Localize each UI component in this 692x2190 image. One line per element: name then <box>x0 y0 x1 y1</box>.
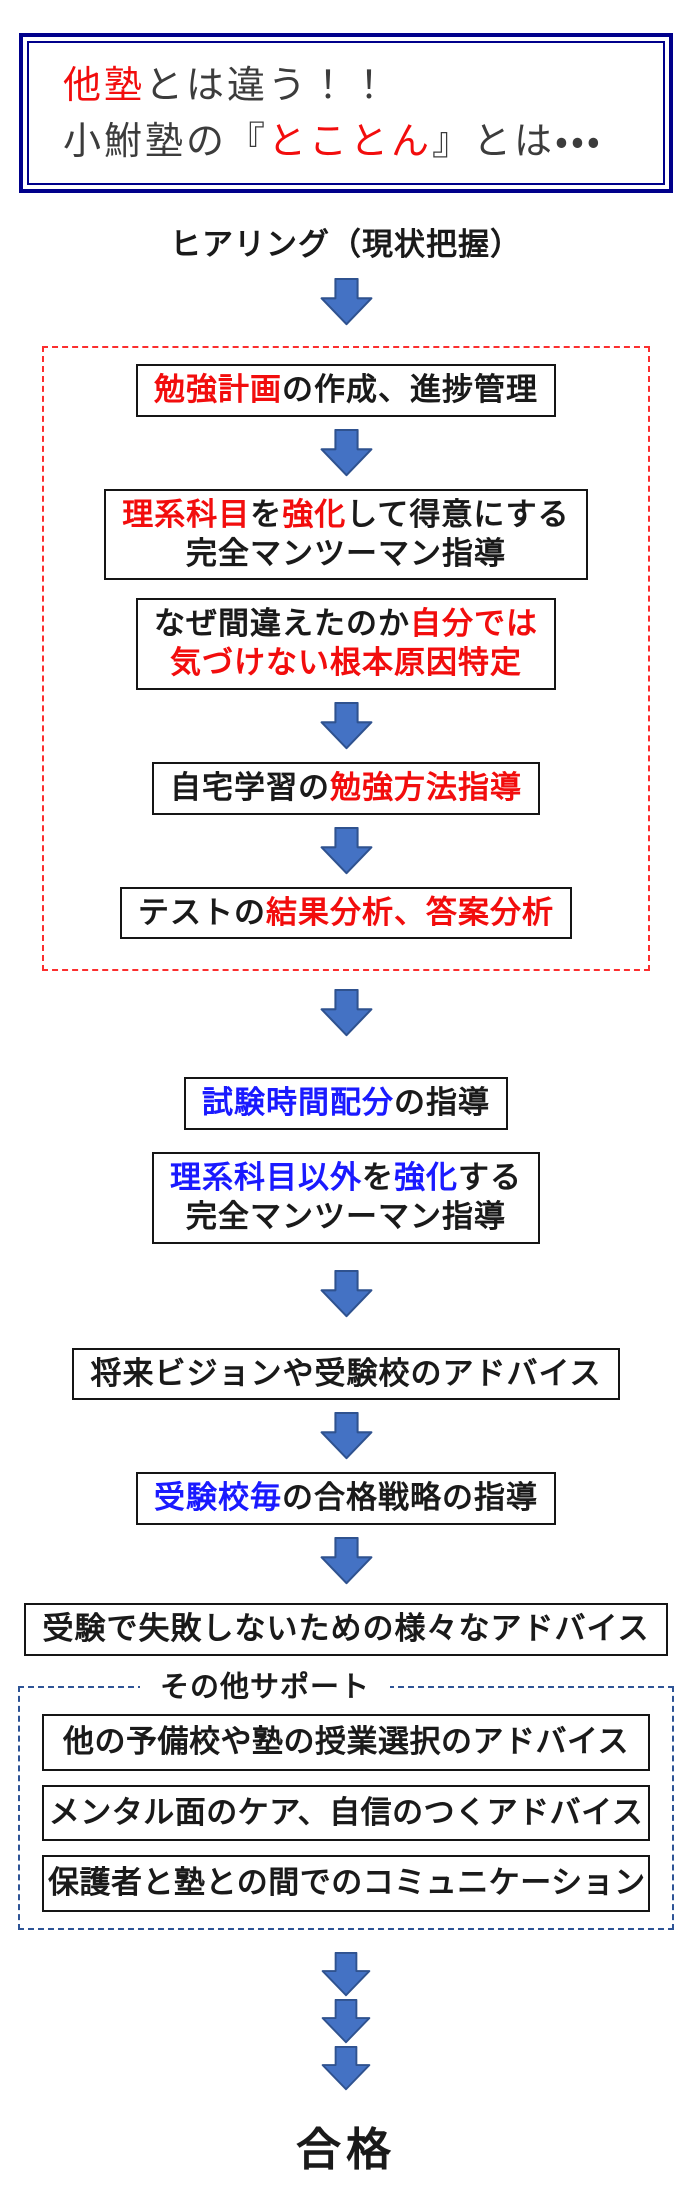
flow-box-test-analysis: テストの結果分析、答案分析 <box>120 886 572 940</box>
down-arrow-icon <box>320 278 372 326</box>
down-arrow-icon <box>320 428 372 476</box>
box-text-line: 試験時間配分の指導 <box>202 1085 490 1121</box>
box-text-line: なぜ間違えたのか自分では <box>154 606 538 642</box>
box-text-line: 完全マンツーマン指導 <box>185 535 506 571</box>
support-item-school-selection: 他の予備校や塾の授業選択のアドバイス <box>42 1713 650 1771</box>
triple-down-arrow <box>0 1952 692 2091</box>
box-text-line: 自宅学習の勉強方法指導 <box>170 769 522 805</box>
down-arrow-icon <box>320 1269 372 1317</box>
other-support-title: その他サポート <box>140 1663 391 1706</box>
down-arrow-icon <box>320 1412 372 1460</box>
core-support-group: 勉強計画の作成、進捗管理 理系科目を強化して得意にする 完全マンツーマン指導 な… <box>42 346 650 972</box>
title-box: 他塾とは違う！！ 小鮒塾の『とことん』とは・・・ <box>19 33 673 193</box>
box-text-line: テストの結果分析、答案分析 <box>138 894 554 930</box>
title-line-1: 他塾とは違う！！ <box>63 62 392 107</box>
goal-text: 合格 <box>295 2124 396 2175</box>
box-text-line: 完全マンツーマン指導 <box>186 1198 506 1234</box>
down-arrow-icon <box>320 826 372 874</box>
flow-box-home-study: 自宅学習の勉強方法指導 <box>152 761 540 815</box>
support-item-mental-care: メンタル面のケア、自信のつくアドバイス <box>42 1784 650 1842</box>
flow-box-time-allocation: 試験時間配分の指導 <box>184 1077 508 1130</box>
other-support-group: その他サポート 他の予備校や塾の授業選択のアドバイス メンタル面のケア、自信のつ… <box>18 1663 674 1930</box>
down-arrow-icon <box>320 989 372 1037</box>
down-arrow-icon <box>320 1537 372 1585</box>
box-text-line: 気づけない根本原因特定 <box>170 645 522 680</box>
mid-flow-section: 試験時間配分の指導 理系科目以外を強化する 完全マンツーマン指導 将来ビジョンや… <box>0 1037 692 1656</box>
flow-box-study-plan: 勉強計画の作成、進捗管理 <box>136 364 556 417</box>
flow-box-root-cause: なぜ間違えたのか自分では 気づけない根本原因特定 <box>136 598 556 690</box>
flow-box-strengthen-non-science: 理系科目以外を強化する 完全マンツーマン指導 <box>152 1152 540 1244</box>
down-arrow-icon <box>321 1952 371 1997</box>
box-text-line: 理系科目を強化して得意にする <box>122 496 570 532</box>
title-line-2: 小鮒塾の『とことん』とは・・・ <box>63 118 603 163</box>
flow-box-exam-advice: 受験で失敗しないための様々なアドバイス <box>24 1603 668 1656</box>
hearing-heading: ヒアリング（現状把握） <box>170 227 522 262</box>
box-text-line: 将来ビジョンや受験校のアドバイス <box>90 1355 602 1391</box>
box-text-line: 勉強計画の作成、進捗管理 <box>154 372 538 407</box>
flow-box-future-vision: 将来ビジョンや受験校のアドバイス <box>72 1347 620 1401</box>
flow-box-strengthen-science: 理系科目を強化して得意にする 完全マンツーマン指導 <box>104 488 588 581</box>
box-text-line: 受験校毎の合格戦略の指導 <box>154 1480 538 1516</box>
box-text-line: 受験で失敗しないための様々なアドバイス <box>42 1611 650 1646</box>
support-item-parent-communication: 保護者と塾との間でのコミュニケーション <box>42 1855 650 1912</box>
down-arrow-icon <box>321 2046 371 2091</box>
flow-box-pass-strategy: 受験校毎の合格戦略の指導 <box>136 1472 556 1525</box>
title-box-inner: 他塾とは違う！！ 小鮒塾の『とことん』とは・・・ <box>27 41 665 185</box>
down-arrow-icon <box>320 701 372 749</box>
box-text-line: 理系科目以外を強化する <box>170 1160 522 1195</box>
down-arrow-icon <box>321 1999 371 2044</box>
